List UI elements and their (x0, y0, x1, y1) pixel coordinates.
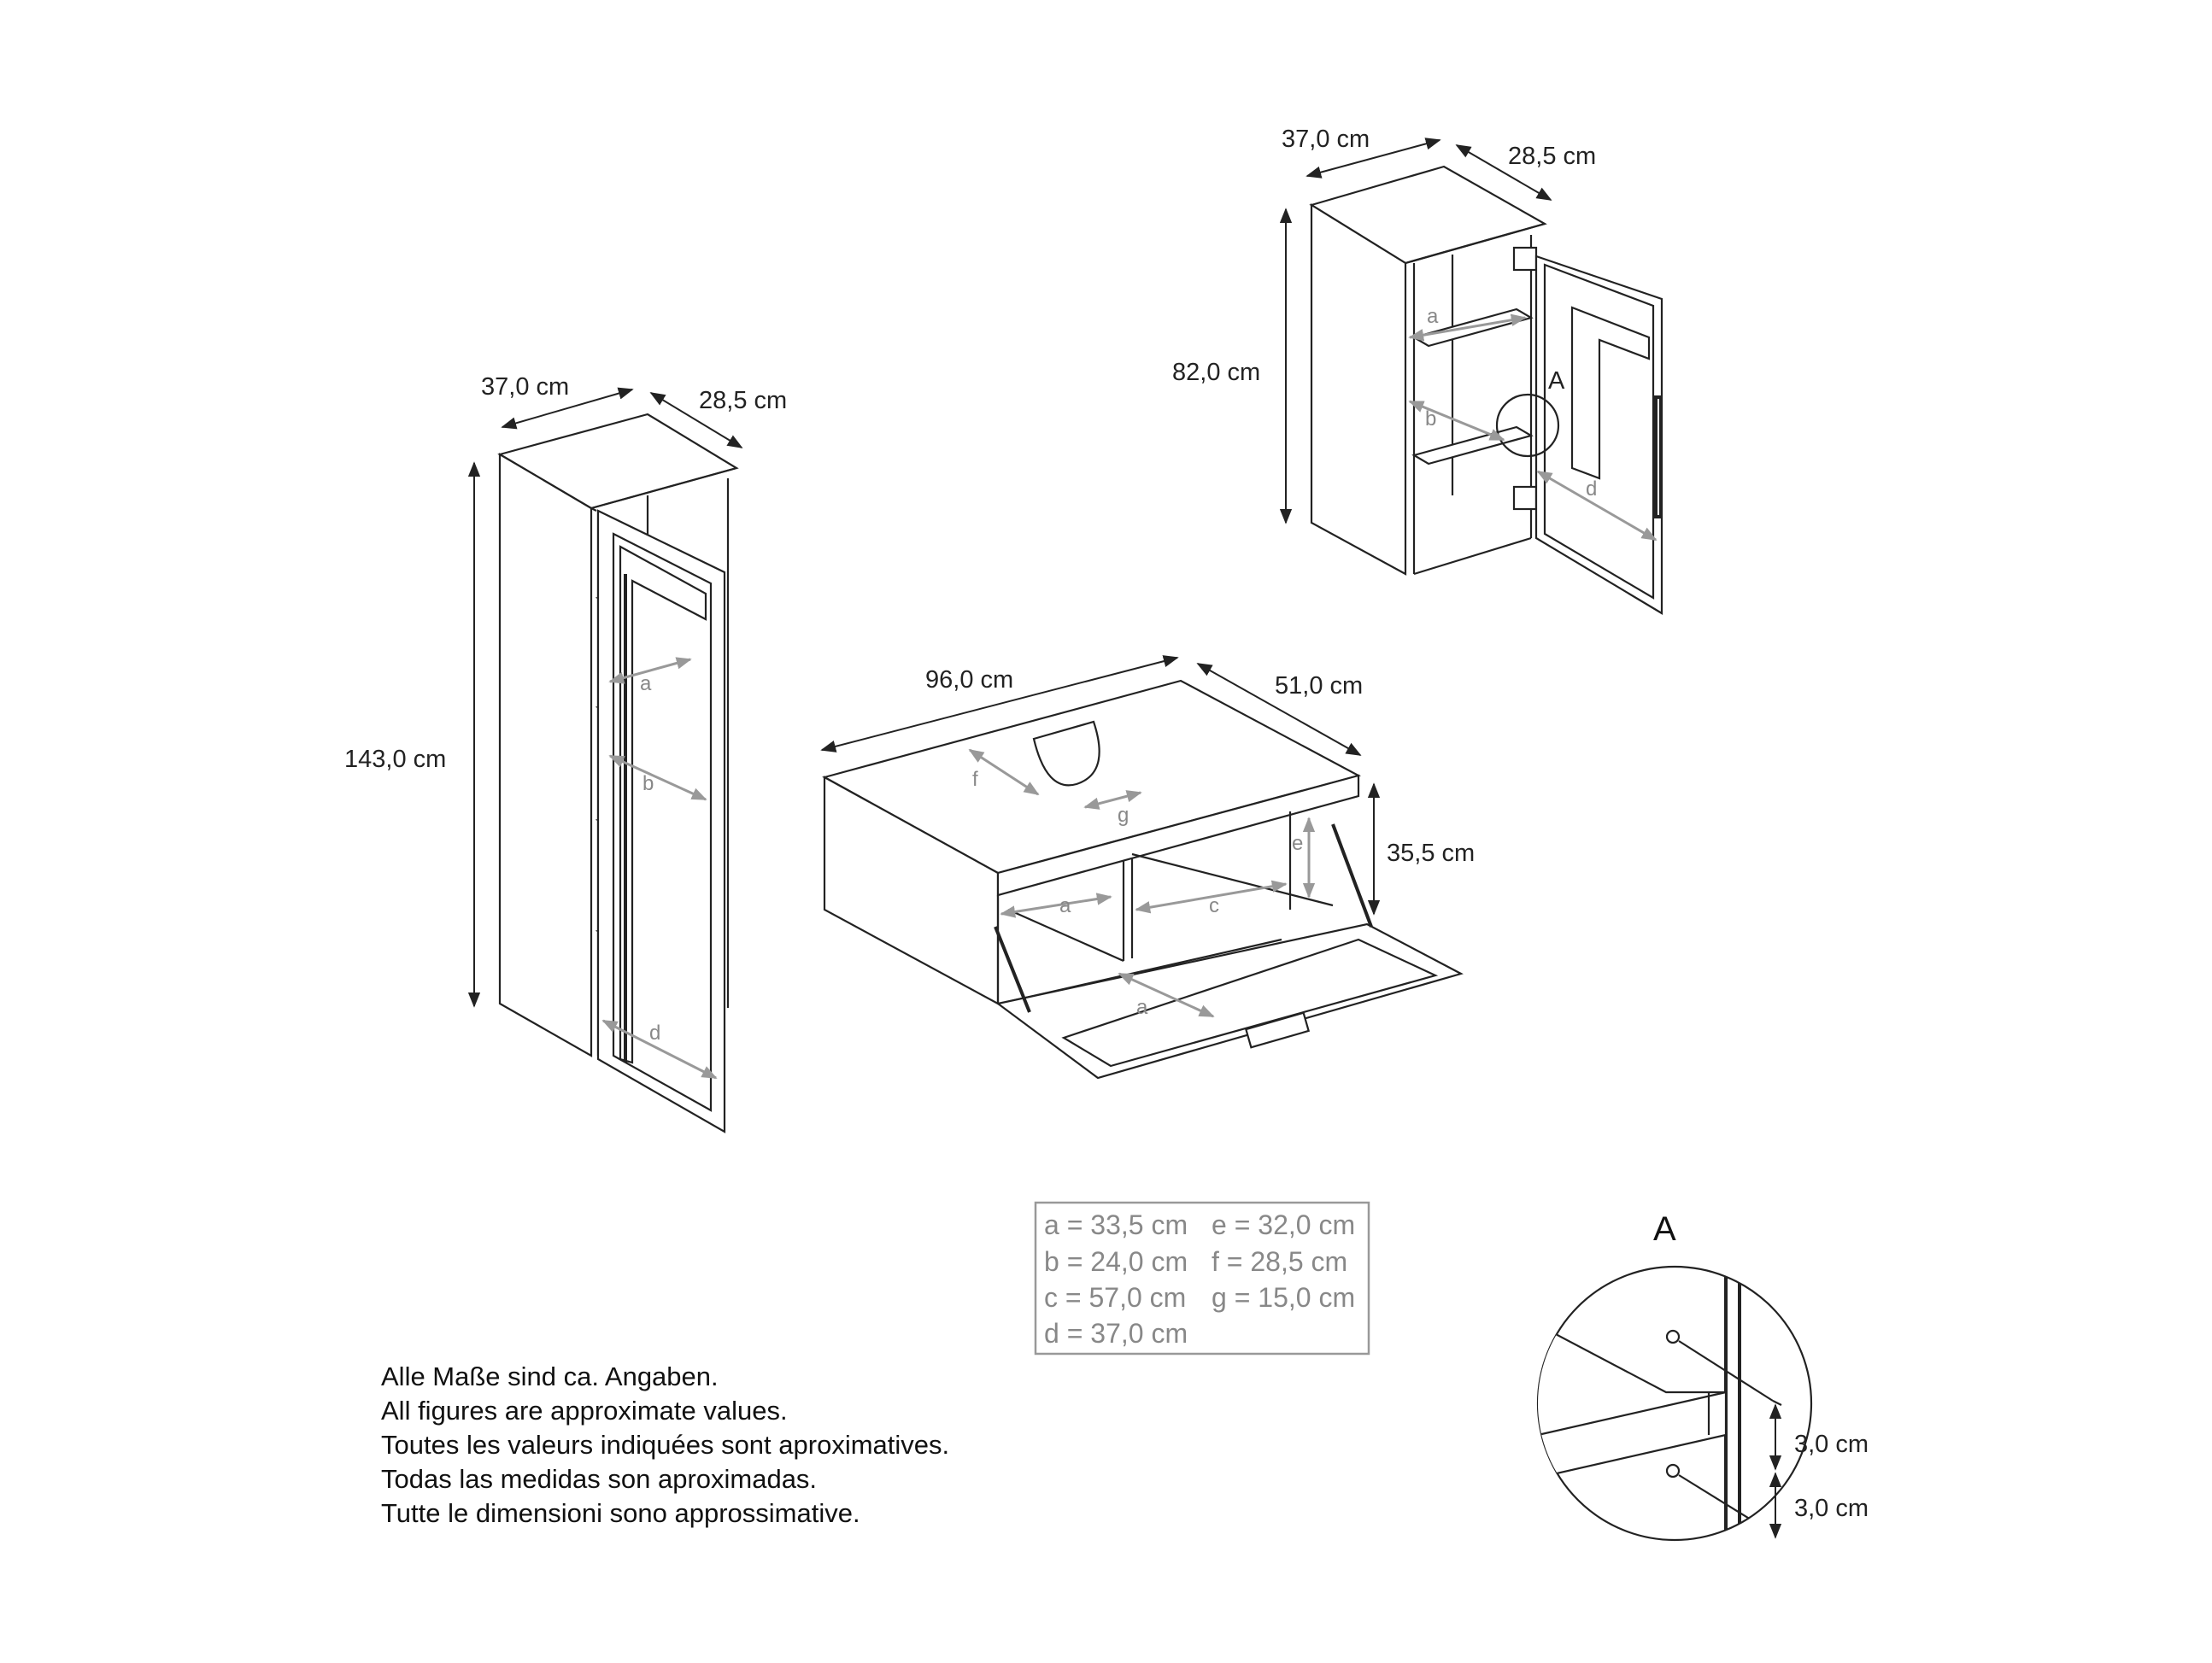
tall-dim-d-label: d (649, 1022, 660, 1045)
legend-b: b = 24,0 cm (1044, 1246, 1188, 1277)
wall-hinge-bottom-icon (1512, 485, 1538, 511)
legend-g: g = 15,0 cm (1212, 1282, 1355, 1313)
legend-d: d = 37,0 cm (1044, 1318, 1188, 1349)
legend-c: c = 57,0 cm (1044, 1282, 1186, 1313)
right-strut (1331, 823, 1373, 928)
wall-dim-d-line (1536, 470, 1658, 542)
tall-height-label: 143,0 cm (344, 746, 446, 773)
sink-width-label: 96,0 cm (925, 666, 1013, 694)
tall-dim-a-line (608, 657, 692, 684)
wall-cabinet-door (1534, 255, 1663, 615)
sink-dim-a1-label: a (1059, 894, 1071, 917)
detail-a-marker: A (1548, 367, 1565, 395)
tall-depth-arrow (649, 392, 743, 448)
note-fr: Toutes les valeurs indiquées sont aproxi… (381, 1430, 949, 1460)
wall-height-label: 82,0 cm (1172, 359, 1260, 386)
legend-f: f = 28,5 cm (1212, 1246, 1347, 1277)
detail-a-lower-hole-icon (1665, 1463, 1681, 1479)
tall-cabinet: a b d 37,0 cm 28,5 cm 143,0 cm (344, 373, 787, 1133)
legend-e: e = 32,0 cm (1212, 1209, 1355, 1240)
sink-depth-label: 51,0 cm (1275, 672, 1363, 700)
note-de: Alle Maße sind ca. Angaben. (381, 1361, 719, 1391)
note-es: Todas las medidas son aproximadas. (381, 1464, 817, 1494)
wall-cabinet: A a b d 37,0 cm 28,5 cm 82,0 cm (1172, 126, 1663, 615)
detail-a-upper-dim: 3,0 cm (1794, 1431, 1869, 1458)
tall-dim-d-line (601, 1019, 718, 1080)
legend-frame (1034, 1201, 1370, 1356)
notes: Alle Maße sind ca. Angaben. All figures … (381, 1361, 949, 1528)
wall-door-handle (1654, 395, 1663, 518)
sink-dim-g-line (1083, 790, 1142, 810)
sink-width-arrow (820, 655, 1179, 752)
wall-depth-label: 28,5 cm (1508, 143, 1596, 170)
wall-width-arrow (1305, 138, 1441, 179)
wall-dim-b-label: b (1425, 407, 1436, 430)
sink-height-label: 35,5 cm (1387, 840, 1475, 867)
wall-dim-a-line (1408, 313, 1527, 342)
tall-width-label: 37,0 cm (481, 373, 569, 401)
legend-table: a = 33,5 cm e = 32,0 cm b = 24,0 cm f = … (1034, 1201, 1370, 1356)
tall-depth-label: 28,5 cm (699, 387, 787, 414)
sink-dim-e-label: e (1292, 832, 1303, 855)
sink-dim-f-line (968, 748, 1040, 796)
sink-depth-arrow (1196, 663, 1362, 756)
sink-dim-a2-line (1118, 972, 1215, 1018)
detail-a-upper-hole-icon (1665, 1329, 1681, 1344)
wall-dim-b-line (1408, 400, 1505, 442)
wall-depth-arrow (1455, 144, 1552, 201)
wall-width-label: 37,0 cm (1282, 126, 1370, 153)
wall-dim-d-label: d (1586, 477, 1597, 501)
note-it: Tutte le dimensioni sono approssimative. (381, 1498, 860, 1528)
flap-handle (1244, 1011, 1311, 1049)
detail-a-title: A (1653, 1210, 1676, 1248)
sink-dim-f-label: f (972, 768, 978, 791)
tall-dim-b-line (608, 754, 707, 801)
detail-a-lower-dim: 3,0 cm (1794, 1495, 1869, 1522)
legend-a: a = 33,5 cm (1044, 1209, 1188, 1240)
sink-dim-a2-label: a (1136, 996, 1148, 1019)
wall-hinge-top-icon (1512, 246, 1538, 272)
wall-dim-a-label: a (1427, 305, 1439, 328)
sink-dim-a1-line (1000, 893, 1112, 918)
detail-a-shelf (1538, 1305, 1728, 1479)
sink-dim-g-label: g (1118, 804, 1129, 827)
left-strut (994, 926, 1031, 1013)
detail-a: A 3,0 cm 3,0 cm (1536, 1210, 1869, 1542)
sink-dim-c-line (1135, 880, 1288, 914)
tall-dim-b-label: b (642, 772, 654, 795)
sink-cabinet-flap (995, 922, 1464, 1080)
sink-cabinet: a c e f g a 96,0 cm 51,0 cm 35,5 cm (820, 655, 1475, 1080)
tall-width-arrow (501, 387, 634, 430)
sink-dim-c-label: c (1209, 894, 1219, 917)
note-en: All figures are approximate values. (381, 1396, 788, 1426)
tall-dim-a-label: a (640, 672, 652, 695)
tall-cabinet-door (596, 509, 726, 1133)
